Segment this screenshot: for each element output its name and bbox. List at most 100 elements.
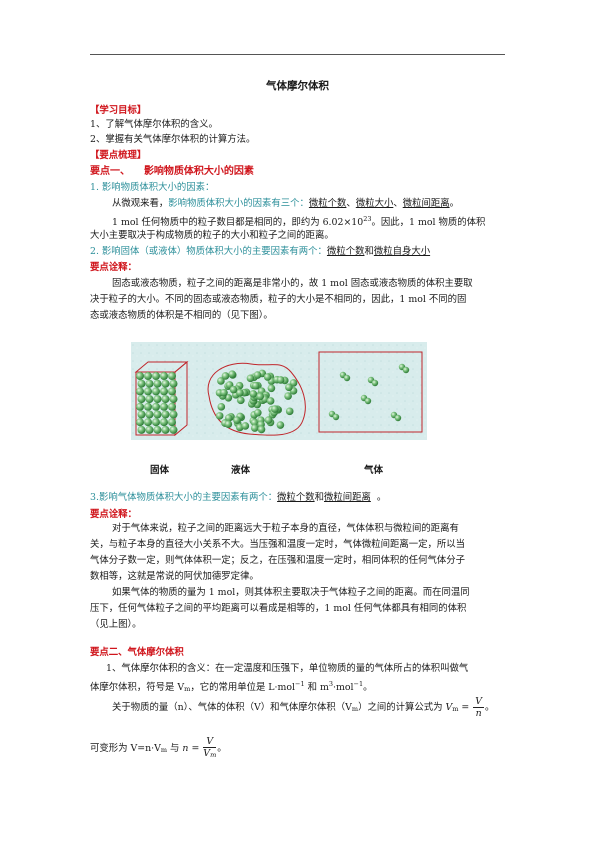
k2-line3-c: 。 — [485, 702, 495, 713]
particle — [144, 372, 152, 380]
frac-den: n — [475, 708, 482, 719]
particle — [215, 412, 224, 420]
kp1-label: 要点一、 — [90, 166, 130, 177]
p3-factor-count: 微粒个数 — [277, 492, 315, 503]
particle — [137, 410, 146, 419]
p2-factor-size: 微粒自身大小 — [373, 246, 431, 257]
particle — [161, 410, 170, 419]
p2-teal: 2. 影响固体（或液体）物质体积大小的主要因素有两个： — [90, 246, 327, 257]
gas-box — [318, 351, 423, 433]
particle — [217, 403, 226, 411]
particle — [221, 372, 230, 380]
frac-num: V — [473, 696, 484, 708]
e2-line2: 关，与粒子本身的直径大小关系不大。当压强和温度一定时，气体微粒间距离一定，所以当 — [90, 539, 466, 550]
particle — [256, 392, 264, 401]
k2-line2-a: 体摩尔体积，符号是 V — [90, 682, 185, 693]
equals: = — [188, 743, 203, 754]
particle — [371, 379, 379, 387]
particle — [394, 414, 402, 422]
particle — [276, 376, 285, 384]
sub-m: m — [184, 685, 191, 693]
and-word: 和 — [364, 246, 374, 257]
particle — [144, 418, 152, 427]
k2-line3-a: 关于物质的量（n）、气体的体积（V）和气体摩尔体积（V — [112, 702, 352, 713]
p2-line: 2. 影响固体（或液体）物质体积大小的主要因素有两个：微粒个数和微粒自身大小 — [90, 245, 430, 258]
frac-den: Vm — [203, 748, 216, 761]
particle — [169, 395, 178, 404]
sup-neg1: −1 — [353, 680, 364, 688]
particle — [285, 407, 294, 416]
particle — [136, 402, 144, 411]
particle — [161, 395, 170, 404]
k2-line2: 体摩尔体积，符号是 Vm，它的常用单位是 L·mol−1 和 m3·mol−1。 — [90, 678, 373, 696]
k2-line1: 1、气体摩尔体积的含义：在一定温度和压强下，单位物质的量的气体所占的体积叫做气 — [106, 663, 469, 674]
particle — [169, 410, 178, 419]
sub-m: m — [351, 705, 359, 713]
k2-line3-b: ）之间的计算公式为 — [358, 702, 443, 713]
particle — [136, 387, 144, 396]
particle — [160, 418, 168, 427]
particle — [220, 388, 228, 397]
k2-line4-c: 。 — [217, 743, 227, 754]
particle — [153, 379, 162, 388]
p3-line: 3.影响气体物质体积大小的主要因素有两个：微粒个数和微粒间距离 。 — [90, 491, 386, 504]
formula-n: n — [182, 743, 189, 754]
particle — [224, 393, 233, 402]
particle — [246, 374, 255, 383]
particle — [145, 379, 154, 388]
page-title: 气体摩尔体积 — [266, 80, 329, 92]
particle — [402, 366, 410, 374]
factor-distance: 微粒间距离 — [402, 198, 450, 209]
e2-line6: 压下，任何气体粒子之间的平均距离可以看成是相等的，1 mol 任何气体都具有相同… — [90, 603, 467, 614]
particle — [144, 402, 152, 411]
e2-line7: （见上图）。 — [90, 619, 142, 630]
p1-heading: 1. 影响物质体积大小的因素： — [90, 182, 215, 193]
period: 。 — [449, 198, 459, 209]
particle — [152, 387, 160, 396]
k2-line2-e: 。 — [363, 682, 373, 693]
particle — [254, 408, 262, 417]
factor-size: 微粒大小 — [355, 198, 394, 209]
particle — [153, 425, 162, 434]
top-rule — [90, 54, 505, 55]
equals: = — [458, 702, 473, 713]
p1-line2-a: 1 mol 任何物质中的粒子数目都是相同的，即约为 6.02×10 — [112, 217, 364, 228]
particle — [152, 418, 160, 427]
k2-line3: 关于物质的量（n）、气体的体积（V）和气体摩尔体积（Vm）之间的计算公式为 Vm… — [112, 696, 494, 719]
particle — [250, 424, 259, 432]
kp2-heading: 要点二、气体摩尔体积 — [90, 647, 184, 658]
sep: 、 — [393, 198, 403, 209]
explain-label-2: 要点诠释： — [90, 509, 137, 520]
p1-line2: 1 mol 任何物质中的粒子数目都是相同的，即约为 6.02×1023。因此，1… — [112, 213, 485, 229]
particle — [136, 372, 144, 380]
particle — [276, 421, 285, 429]
sep: 、 — [346, 198, 356, 209]
sub-m: m — [210, 751, 217, 759]
particle — [267, 384, 276, 393]
key-points-heading: 【要点梳理】 — [90, 150, 147, 161]
particle — [250, 418, 259, 427]
e2-line1: 对于气体来说，粒子之间的距离远大于粒子本身的直径，气体体积与微粒间的距离有 — [112, 523, 459, 534]
particle — [224, 420, 233, 428]
particle — [137, 395, 146, 404]
particle — [169, 379, 178, 388]
particle — [144, 387, 152, 396]
e2-line5: 如果气体的物质的量为 1 mol，则其体积主要取决于气体粒子之间的距离。而在同温… — [112, 587, 470, 598]
frac-num: V — [203, 736, 217, 748]
study-goal-heading: 【学习目标】 — [90, 105, 147, 116]
states-of-matter-figure — [131, 342, 427, 440]
particle — [145, 410, 154, 419]
particle — [241, 422, 250, 430]
particle — [264, 416, 273, 424]
factor-count: 微粒个数 — [308, 198, 347, 209]
label-solid: 固体 — [150, 465, 170, 476]
p3-factor-distance: 微粒间距离 — [323, 492, 371, 503]
k2-line2-c: 和 m — [304, 682, 329, 693]
particle — [153, 410, 162, 419]
particle — [251, 381, 260, 390]
particle — [229, 385, 238, 394]
particle — [343, 374, 351, 382]
